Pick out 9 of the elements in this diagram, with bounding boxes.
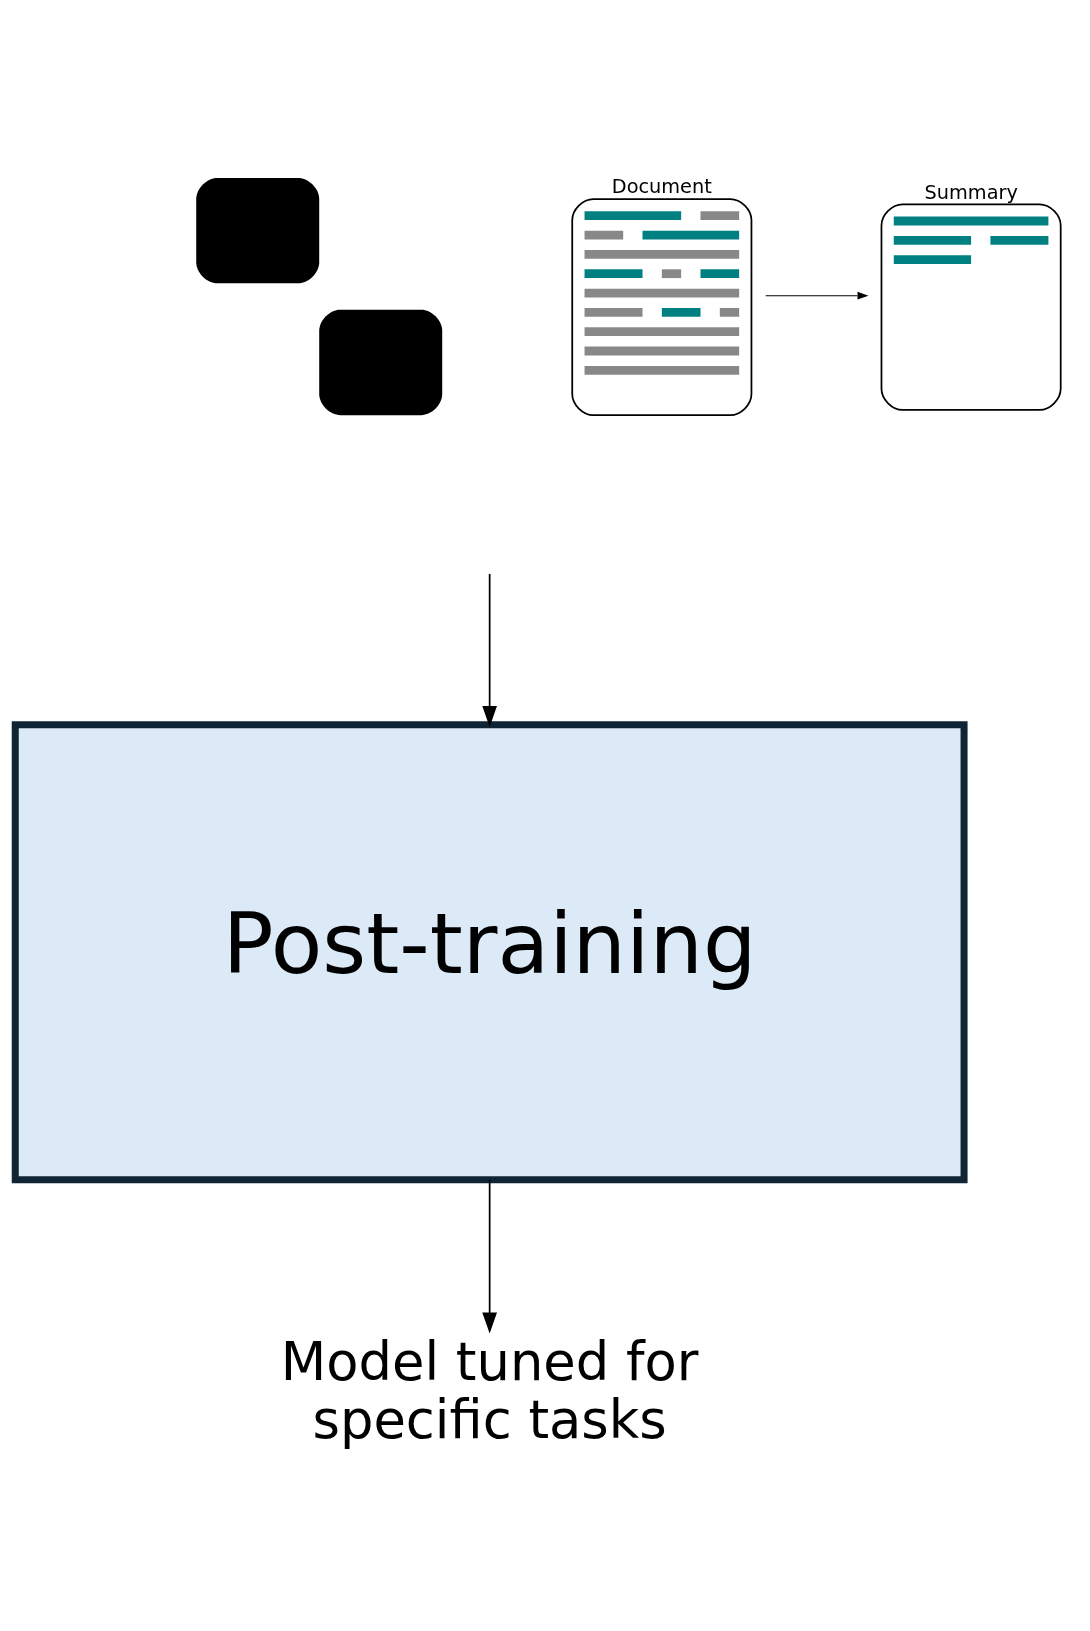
node-box: Post-training	[11, 721, 968, 1184]
node-box	[880, 203, 1062, 411]
arrow	[765, 291, 869, 300]
node-text: Model tuned for specific tasks	[280, 1331, 699, 1451]
node-label: Summary	[924, 180, 1018, 204]
node-label: Document	[611, 175, 712, 199]
arrow	[482, 1179, 498, 1334]
arrow	[482, 573, 498, 728]
node-box	[571, 198, 753, 416]
